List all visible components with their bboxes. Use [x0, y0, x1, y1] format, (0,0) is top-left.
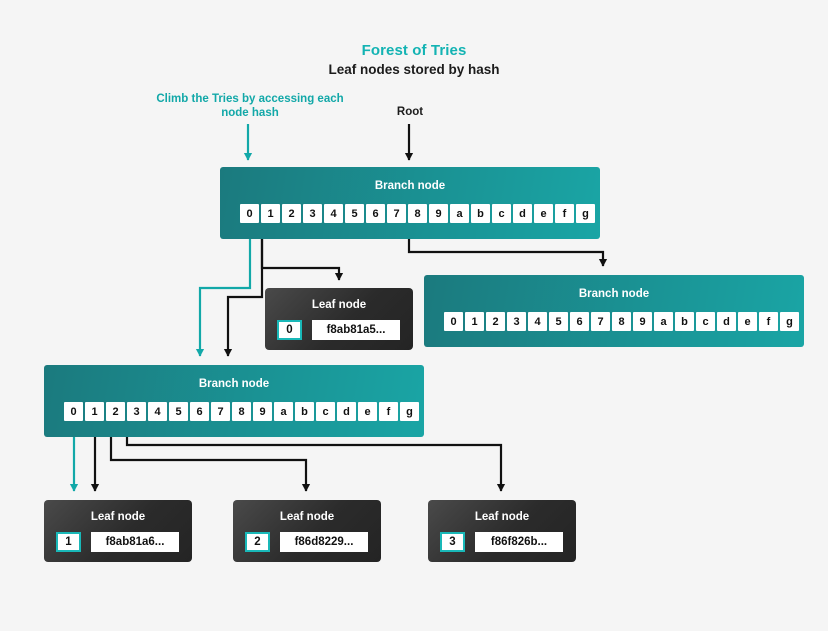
branch-cell-3[interactable]: 3: [507, 312, 526, 331]
branch-cell-3[interactable]: 3: [303, 204, 322, 223]
branch-cell-9[interactable]: 9: [253, 402, 272, 421]
branch-cell-a[interactable]: a: [654, 312, 673, 331]
branch-cell-0[interactable]: 0: [240, 204, 259, 223]
branch-cell-d[interactable]: d: [717, 312, 736, 331]
leaf-hash: f8ab81a6...: [91, 532, 179, 552]
leaf-node-content: 1 f8ab81a6...: [56, 532, 179, 552]
branch-cell-g[interactable]: g: [576, 204, 595, 223]
branch-cell-0[interactable]: 0: [444, 312, 463, 331]
leaf-node-content: 3 f86f826b...: [440, 532, 563, 552]
annotation-root: Root: [396, 106, 424, 118]
branch-node-label: Branch node: [374, 180, 446, 192]
leaf-hash: f86d8229...: [280, 532, 368, 552]
branch-cell-4[interactable]: 4: [324, 204, 343, 223]
branch-cell-7[interactable]: 7: [211, 402, 230, 421]
branch-cell-8[interactable]: 8: [612, 312, 631, 331]
branch-cell-5[interactable]: 5: [345, 204, 364, 223]
branch-cell-4[interactable]: 4: [528, 312, 547, 331]
branch-cell-2[interactable]: 2: [486, 312, 505, 331]
branch-cell-d[interactable]: d: [513, 204, 532, 223]
branch-cell-g[interactable]: g: [780, 312, 799, 331]
branch-cell-b[interactable]: b: [295, 402, 314, 421]
leaf-index: 2: [245, 532, 270, 552]
page-subtitle: Leaf nodes stored by hash: [328, 62, 500, 77]
branch-cell-c[interactable]: c: [316, 402, 335, 421]
branch-cell-d[interactable]: d: [337, 402, 356, 421]
leaf-node-content: 0 f8ab81a5...: [277, 320, 400, 340]
leaf-node-0[interactable]: Leaf node 0 f8ab81a5...: [265, 288, 413, 350]
leaf-index: 1: [56, 532, 81, 552]
branch-cell-f[interactable]: f: [379, 402, 398, 421]
leaf-node-2[interactable]: Leaf node 2 f86d8229...: [233, 500, 381, 562]
branch-cell-e[interactable]: e: [534, 204, 553, 223]
leaf-hash: f86f826b...: [475, 532, 563, 552]
branch-cell-1[interactable]: 1: [465, 312, 484, 331]
leaf-node-label: Leaf node: [279, 511, 335, 523]
branch-cell-1[interactable]: 1: [261, 204, 280, 223]
branch-cell-a[interactable]: a: [274, 402, 293, 421]
branch-cell-2[interactable]: 2: [282, 204, 301, 223]
branch-cell-1[interactable]: 1: [85, 402, 104, 421]
leaf-hash: f8ab81a5...: [312, 320, 400, 340]
branch-cell-8[interactable]: 8: [408, 204, 427, 223]
branch-cell-c[interactable]: c: [492, 204, 511, 223]
branch-cell-2[interactable]: 2: [106, 402, 125, 421]
leaf-node-3[interactable]: Leaf node 3 f86f826b...: [428, 500, 576, 562]
leaf-node-label: Leaf node: [474, 511, 530, 523]
branch-node-label: Branch node: [578, 288, 650, 300]
leaf-node-label: Leaf node: [90, 511, 146, 523]
branch-cell-7[interactable]: 7: [387, 204, 406, 223]
branch-cell-f[interactable]: f: [759, 312, 778, 331]
branch-cell-5[interactable]: 5: [549, 312, 568, 331]
branch-cell-6[interactable]: 6: [190, 402, 209, 421]
branch-cell-e[interactable]: e: [358, 402, 377, 421]
branch-cell-f[interactable]: f: [555, 204, 574, 223]
branch-cell-c[interactable]: c: [696, 312, 715, 331]
branch-cell-9[interactable]: 9: [429, 204, 448, 223]
leaf-node-1[interactable]: Leaf node 1 f8ab81a6...: [44, 500, 192, 562]
branch-cell-g[interactable]: g: [400, 402, 419, 421]
leaf-node-content: 2 f86d8229...: [245, 532, 368, 552]
branch-cell-8[interactable]: 8: [232, 402, 251, 421]
branch-cell-6[interactable]: 6: [570, 312, 589, 331]
branch-cell-6[interactable]: 6: [366, 204, 385, 223]
branch-cell-9[interactable]: 9: [633, 312, 652, 331]
branch-cell-0[interactable]: 0: [64, 402, 83, 421]
branch-cell-b[interactable]: b: [471, 204, 490, 223]
branch-cell-4[interactable]: 4: [148, 402, 167, 421]
branch-cell-a[interactable]: a: [450, 204, 469, 223]
annotation-climb-tries: Climb the Tries by accessing each node h…: [156, 93, 344, 119]
branch-cell-b[interactable]: b: [675, 312, 694, 331]
leaf-index: 0: [277, 320, 302, 340]
leaf-index: 3: [440, 532, 465, 552]
branch-node-label: Branch node: [198, 378, 270, 390]
branch-cell-5[interactable]: 5: [169, 402, 188, 421]
page-title: Forest of Tries: [361, 42, 467, 59]
leaf-node-label: Leaf node: [311, 299, 367, 311]
branch-cell-e[interactable]: e: [738, 312, 757, 331]
branch-cell-7[interactable]: 7: [591, 312, 610, 331]
branch-cell-3[interactable]: 3: [127, 402, 146, 421]
